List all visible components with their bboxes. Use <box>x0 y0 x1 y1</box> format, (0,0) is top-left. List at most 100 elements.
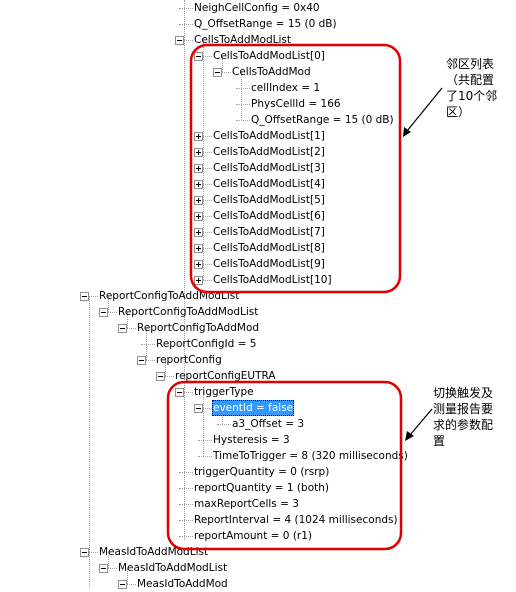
trigger-note-arrowhead <box>405 431 414 441</box>
tree-connector <box>198 168 212 169</box>
tree-node-reportamount[interactable]: reportAmount = 0 (r1) <box>0 528 516 544</box>
tree-connector <box>103 312 117 313</box>
collapse-minus-icon[interactable] <box>175 36 184 45</box>
tree-node-eventid[interactable]: eventId = false <box>0 400 516 416</box>
tree-connector <box>236 120 250 121</box>
tree-node-label: triggerQuantity = 0 (rsrp) <box>194 466 330 478</box>
tree-connector <box>179 40 193 41</box>
tree-node-reportconfigtoaddmodlist-inner[interactable]: ReportConfigToAddModList <box>0 304 516 320</box>
tree-node-measidtoaddmod[interactable]: MeasIdToAddMod <box>0 576 516 592</box>
tree-node-measidtoaddmodlist-inner[interactable]: MeasIdToAddModList <box>0 560 516 576</box>
tree-node-label: MeasIdToAddMod <box>137 578 228 590</box>
tree-node-label: a3_Offset = 3 <box>232 418 305 430</box>
tree-node-cellstoaddmodlist-7[interactable]: CellsToAddModList[7] <box>0 224 516 240</box>
tree-node-cell-q-offsetrange[interactable]: Q_OffsetRange = 15 (0 dB) <box>0 112 516 128</box>
tree-node-reportconfigtoaddmod[interactable]: ReportConfigToAddMod <box>0 320 516 336</box>
neighbor-note-arrow <box>406 87 443 132</box>
tree-connector <box>198 248 212 249</box>
tree-node-cellstoaddmodlist-1[interactable]: CellsToAddModList[1] <box>0 128 516 144</box>
collapse-minus-icon[interactable] <box>194 52 203 61</box>
collapse-minus-icon[interactable] <box>194 404 203 413</box>
tree-guide-line <box>127 312 128 328</box>
collapse-minus-icon[interactable] <box>99 308 108 317</box>
tree-node-label: CellsToAddModList[8] <box>213 242 325 254</box>
tree-connector <box>217 72 231 73</box>
tree-node-label: CellsToAddModList[10] <box>213 274 332 286</box>
collapse-minus-icon[interactable] <box>99 564 108 573</box>
collapse-minus-icon[interactable] <box>118 324 127 333</box>
tree-node-label: CellsToAddMod <box>232 66 311 78</box>
collapse-minus-icon[interactable] <box>213 68 222 77</box>
expand-plus-icon[interactable] <box>194 196 203 205</box>
tree-node-cellstoaddmodlist-5[interactable]: CellsToAddModList[5] <box>0 192 516 208</box>
tree-connector <box>179 392 193 393</box>
tree-node-label: ReportInterval = 4 (1024 milliseconds) <box>194 514 398 526</box>
tree-node-cellstoaddmodlist[interactable]: CellsToAddModList <box>0 32 516 48</box>
tree-node-physcellid[interactable]: PhysCellId = 166 <box>0 96 516 112</box>
trigger-config-note: 切换触发及 测量报告要 求的参数配 置 <box>433 386 494 448</box>
collapse-minus-icon[interactable] <box>80 548 89 557</box>
tree-node-label: CellsToAddModList[9] <box>213 258 325 270</box>
tree-connector <box>179 472 193 473</box>
tree-connector <box>236 104 250 105</box>
tree-connector <box>198 456 212 457</box>
tree-node-q-offsetrange[interactable]: Q_OffsetRange = 15 (0 dB) <box>0 16 516 32</box>
collapse-minus-icon[interactable] <box>175 388 184 397</box>
tree-node-hysteresis[interactable]: Hysteresis = 3 <box>0 432 516 448</box>
tree-connector <box>141 360 155 361</box>
tree-node-cellstoaddmodlist-8[interactable]: CellsToAddModList[8] <box>0 240 516 256</box>
expand-plus-icon[interactable] <box>194 164 203 173</box>
expand-plus-icon[interactable] <box>194 276 203 285</box>
tree-node-cellstoaddmod[interactable]: CellsToAddMod <box>0 64 516 80</box>
tree-node-reportinterval[interactable]: ReportInterval = 4 (1024 milliseconds) <box>0 512 516 528</box>
tree-connector <box>179 8 193 9</box>
tree-node-cellstoaddmodlist-10[interactable]: CellsToAddModList[10] <box>0 272 516 288</box>
collapse-minus-icon[interactable] <box>137 356 146 365</box>
tree-node-neighcellconfig[interactable]: NeighCellConfig = 0x40 <box>0 0 516 16</box>
tree-node-triggertype[interactable]: triggerType <box>0 384 516 400</box>
expand-plus-icon[interactable] <box>194 244 203 253</box>
expand-plus-icon[interactable] <box>194 132 203 141</box>
collapse-minus-icon[interactable] <box>80 292 89 301</box>
tree-connector <box>179 24 193 25</box>
tree-guide-line <box>108 552 109 568</box>
collapse-minus-icon[interactable] <box>156 372 165 381</box>
tree-node-timetotrigger[interactable]: TimeToTrigger = 8 (320 milliseconds) <box>0 448 516 464</box>
tree-node-label: CellsToAddModList[7] <box>213 226 325 238</box>
tree-node-a3-offset[interactable]: a3_Offset = 3 <box>0 416 516 432</box>
tree-node-reportconfigid[interactable]: ReportConfigId = 5 <box>0 336 516 352</box>
tree-connector <box>236 88 250 89</box>
tree-node-cellstoaddmodlist-3[interactable]: CellsToAddModList[3] <box>0 160 516 176</box>
tree-node-label: CellsToAddModList <box>194 34 291 46</box>
tree-connector <box>179 520 193 521</box>
tree-node-cellindex[interactable]: cellIndex = 1 <box>0 80 516 96</box>
expand-plus-icon[interactable] <box>194 148 203 157</box>
tree-node-cellstoaddmodlist-9[interactable]: CellsToAddModList[9] <box>0 256 516 272</box>
expand-plus-icon[interactable] <box>194 180 203 189</box>
expand-plus-icon[interactable] <box>194 228 203 237</box>
neighbor-note-arrowhead <box>403 127 411 137</box>
tree-connector <box>198 408 212 409</box>
tree-node-label: CellsToAddModList[6] <box>213 210 325 222</box>
tree-connector <box>198 232 212 233</box>
tree-node-reportconfigeutra[interactable]: reportConfigEUTRA <box>0 368 516 384</box>
tree-node-label: Q_OffsetRange = 15 (0 dB) <box>251 114 394 126</box>
tree-node-label: ReportConfigToAddMod <box>137 322 260 334</box>
tree-node-label: NeighCellConfig = 0x40 <box>194 2 320 14</box>
expand-plus-icon[interactable] <box>194 212 203 221</box>
tree-node-cellstoaddmodlist-0[interactable]: CellsToAddModList[0] <box>0 48 516 64</box>
tree-node-triggerquantity[interactable]: triggerQuantity = 0 (rsrp) <box>0 464 516 480</box>
tree-node-maxreportcells[interactable]: maxReportCells = 3 <box>0 496 516 512</box>
tree-node-reportquantity[interactable]: reportQuantity = 1 (both) <box>0 480 516 496</box>
tree-node-label: CellsToAddModList[3] <box>213 162 325 174</box>
tree-node-cellstoaddmodlist-6[interactable]: CellsToAddModList[6] <box>0 208 516 224</box>
expand-plus-icon[interactable] <box>194 260 203 269</box>
tree-node-cellstoaddmodlist-4[interactable]: CellsToAddModList[4] <box>0 176 516 192</box>
tree-node-reportconfig[interactable]: reportConfig <box>0 352 516 368</box>
tree-node-label: CellsToAddModList[2] <box>213 146 325 158</box>
tree-node-label: TimeToTrigger = 8 (320 milliseconds) <box>213 450 408 462</box>
neighbor-list-highlight <box>189 43 402 294</box>
tree-node-cellstoaddmodlist-2[interactable]: CellsToAddModList[2] <box>0 144 516 160</box>
